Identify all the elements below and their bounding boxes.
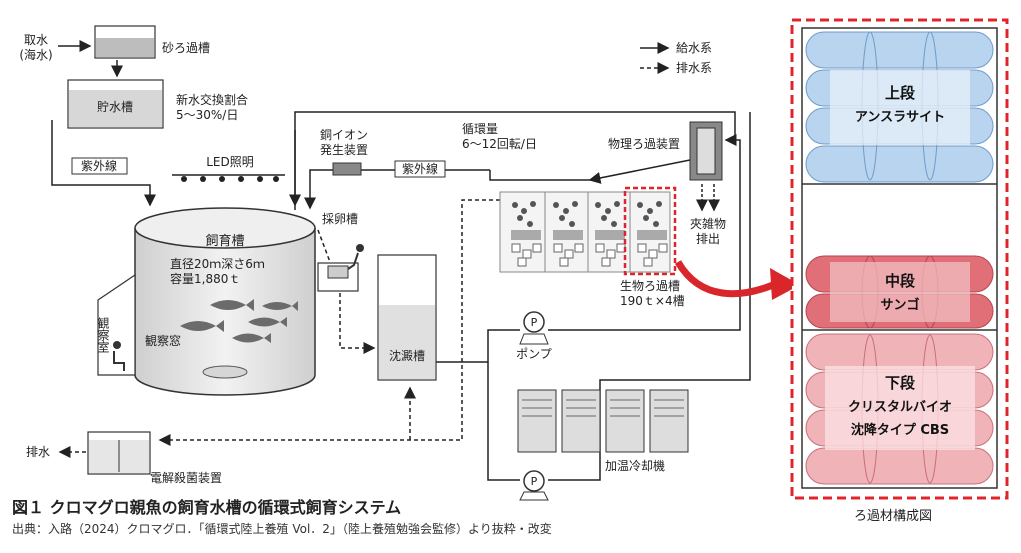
physical-filter-label: 物理ろ過装置 [608,137,680,151]
settling-to-pump-line [436,329,520,363]
supply-line-to-tank [51,120,156,207]
middle-media-title: 中段 [885,272,915,290]
chiller-units [517,389,689,453]
legend-supply-label: 給水系 [676,41,712,55]
tank-spec: 直径20ｍ深さ6ｍ容量1,880ｔ [170,257,265,286]
svg-text:取水(海水): 取水(海水) [19,33,52,62]
biological-filter-tanks [499,191,671,273]
uv-box-2 [394,160,446,178]
tank-drain [202,365,248,379]
egg-to-settling-drain [339,293,376,354]
middle-media-material: サンゴ [880,297,919,313]
tuna-fish [180,299,298,343]
lower-media-label-bg [825,366,975,450]
reservoir-tank [67,79,164,129]
upper-media-title: 上段 [885,84,915,102]
upper-media-label-bg [830,70,970,145]
drain-label: 排水 [26,445,50,459]
copper-ion-device [332,162,362,176]
debris-label: 夾雑物排出 [690,216,726,246]
reservoir-label: 貯水槽 [97,100,133,114]
egg-tank-dashed-link [317,229,331,263]
pump-2: P [519,470,549,501]
svg-text:P: P [531,316,538,329]
lower-media-title: 下段 [885,374,915,392]
sand-filter-label: 砂ろ過槽 [162,41,210,55]
media-callout-arrowhead [770,268,800,300]
legend-drainage-label: 排水系 [676,61,712,75]
sand-filter-tank [94,25,156,59]
pump-to-phys-filter-line [548,134,741,331]
svg-text:P: P [531,475,538,488]
led-lights [172,174,285,182]
to-pump-2-line [487,362,520,481]
settling-tank-label: 沈澱槽 [389,348,425,363]
egg-tank [317,244,364,292]
intake-label: 取水(海水) [19,33,52,62]
observation-room-label: 観察室 [96,317,110,353]
lower-media-material-2: 沈降タイプ CBS [851,422,949,438]
filter-to-electrolysis-drain [158,199,500,446]
figure-source: 出典：入路（2024）クロマグロ．「循環式陸上養殖 Vol．2」（陸上養殖勉強会… [12,522,552,536]
chiller-label: 加温冷却機 [605,458,665,473]
filter-feed-line [489,170,590,181]
observation-room [97,273,136,376]
physical-filter-device [689,121,723,181]
phys-to-bio-arrow [588,159,691,184]
upper-media-material: アンスラサイト [855,110,945,125]
copper-ion-label: 銅イオン発生装置 [320,128,368,157]
media-figure-title: ろ過材構成図 [854,509,933,524]
pump-1: P [519,311,549,345]
figure-caption: 図１ クロマグロ親魚の飼育水槽の循環式飼育システム [12,498,402,517]
rearing-tank [134,207,316,396]
uv-box-1 [71,157,128,175]
highlighted-filter-tank [623,186,677,276]
tank-label: 飼育槽 [205,233,244,249]
settling-tank [377,254,437,381]
observation-window-label: 観察窓 [145,333,181,348]
uv-box-2-label: 紫外線 [402,161,438,176]
egg-tank-label: 採卵槽 [322,212,358,226]
electrolysis-label: 電解殺菌装置 [150,471,222,485]
electrolysis-tank [87,431,151,475]
lower-media-material-1: クリスタルバイオ [848,400,952,415]
led-label: LED照明 [206,155,254,169]
uv-box-1-label: 紫外線 [81,158,117,173]
pump-1-label: ポンプ [516,347,552,361]
media-callout-arrow [674,260,782,298]
middle-media-label-bg [830,262,970,322]
